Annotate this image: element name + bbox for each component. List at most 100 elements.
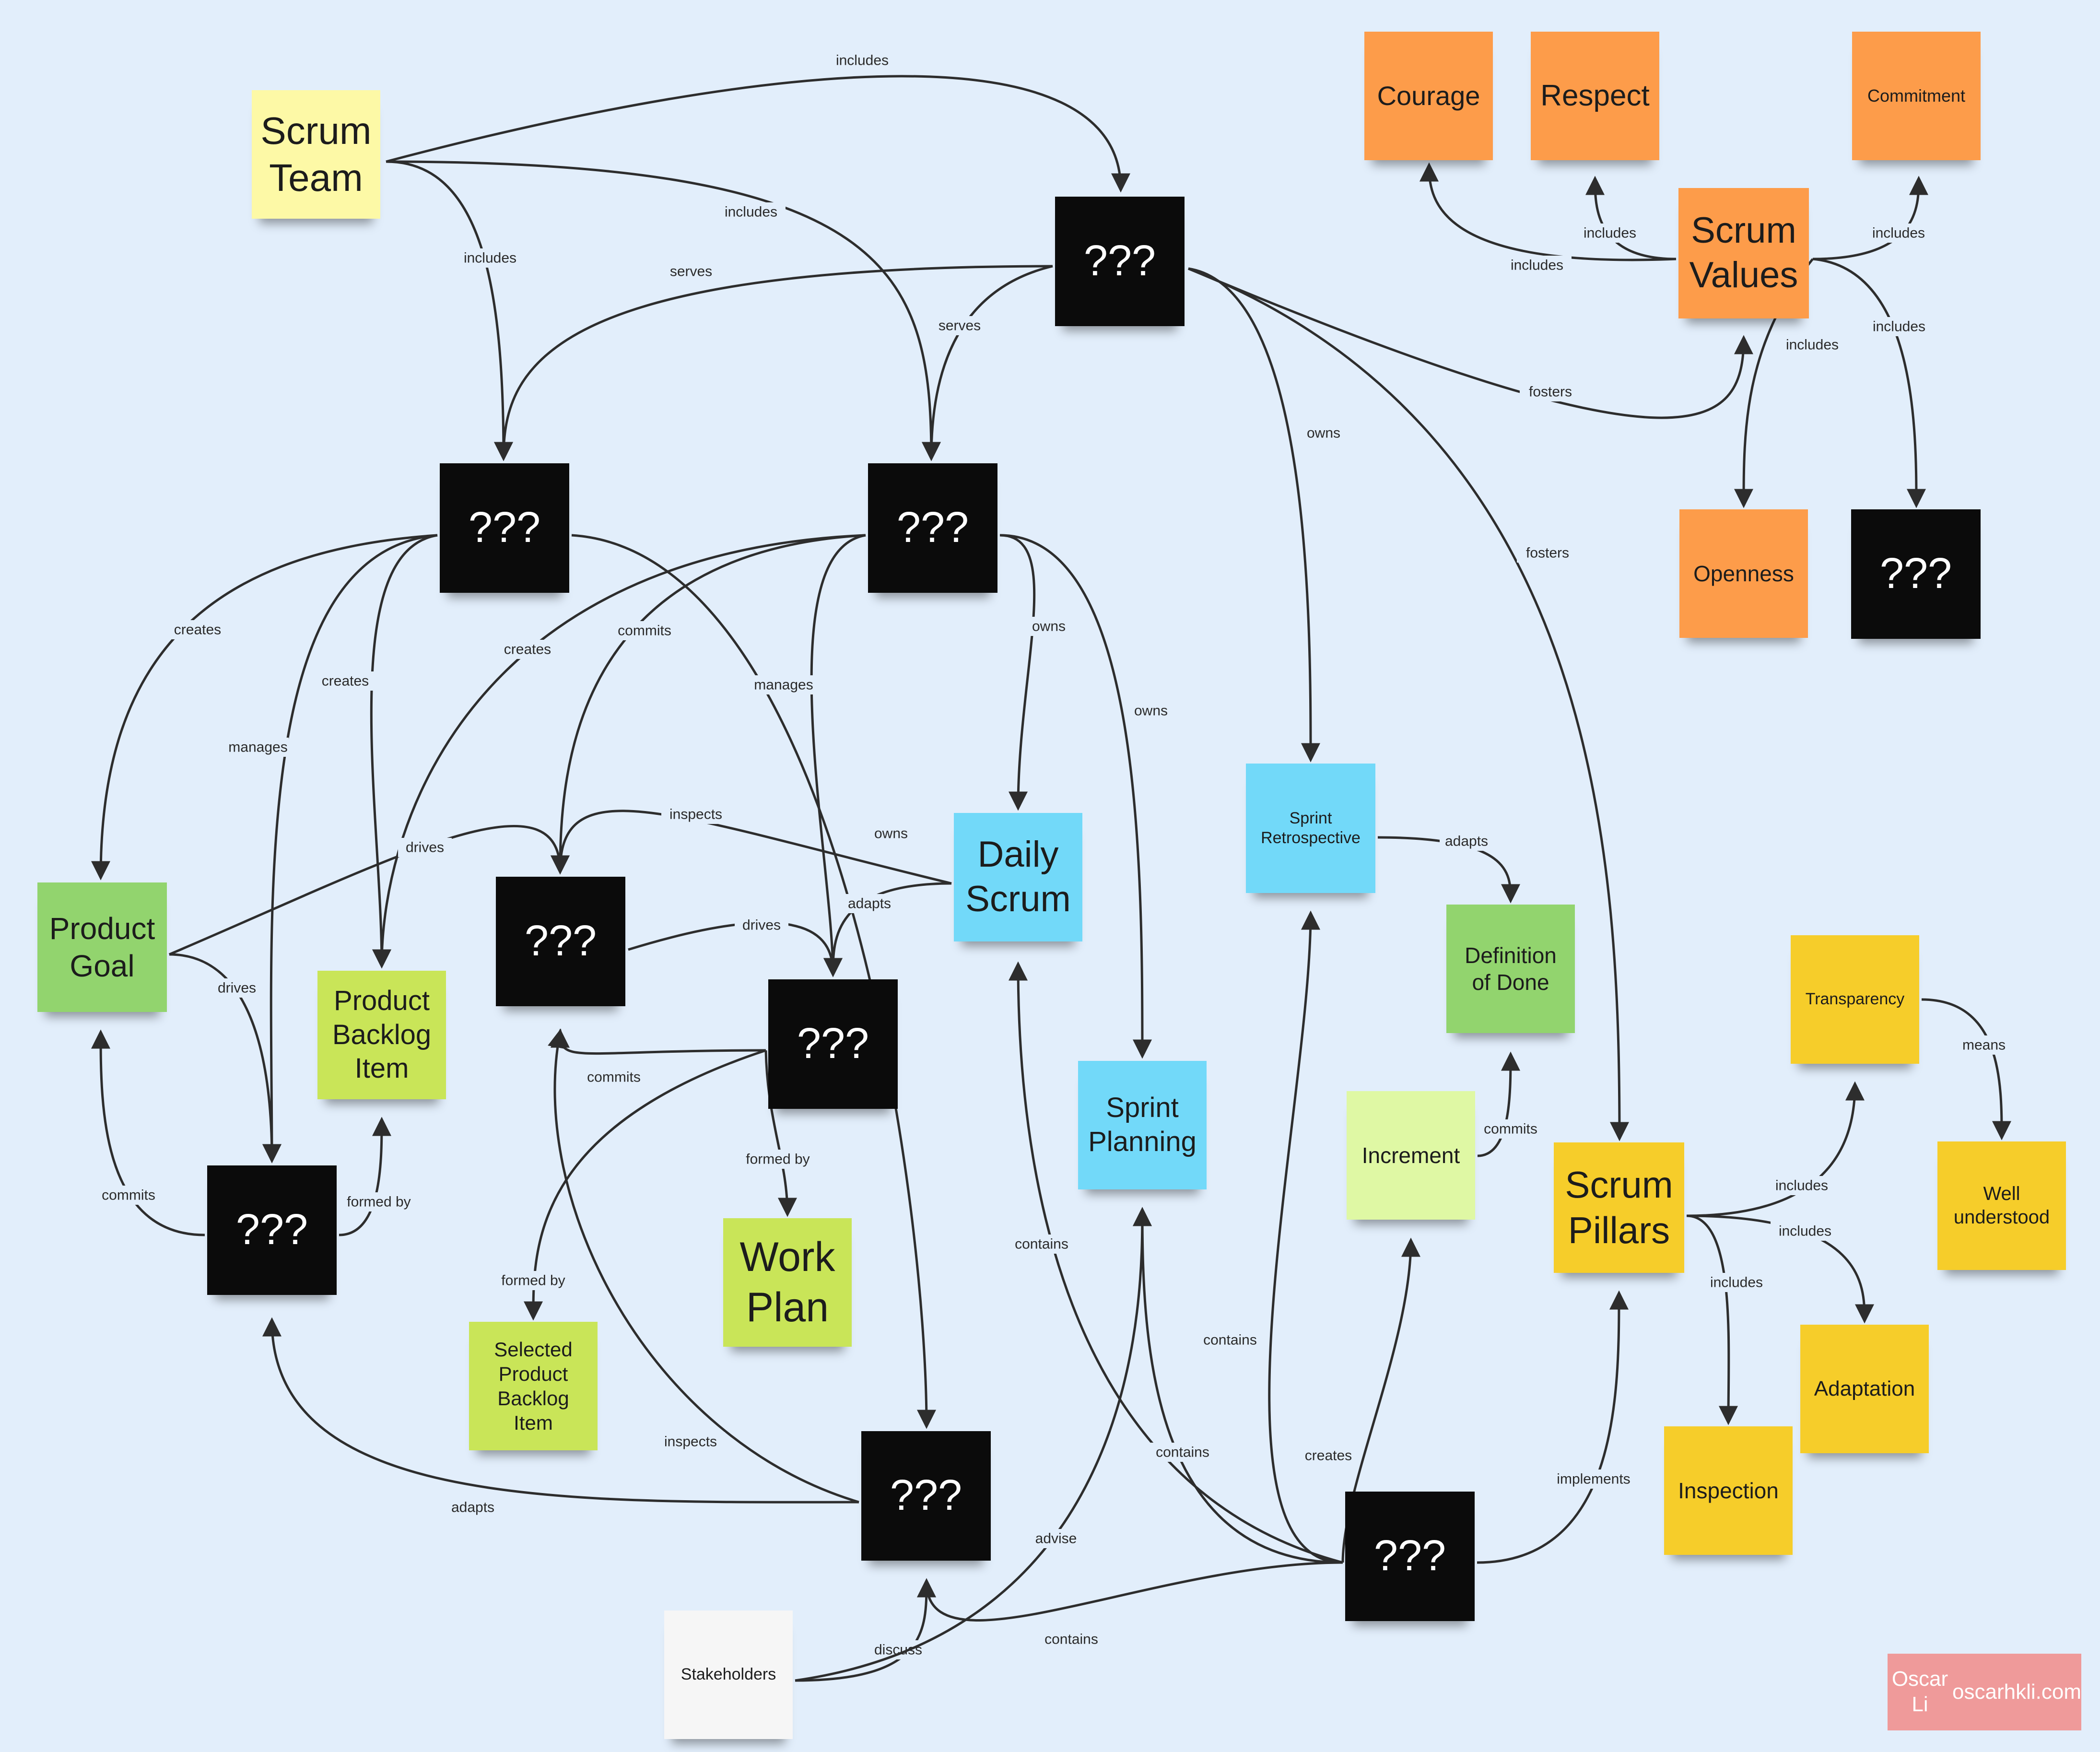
note-top-q[interactable]: ??? bbox=[1055, 197, 1185, 326]
edge-sprint-q-to-sprint-planning[interactable] bbox=[1133, 1207, 1343, 1564]
note-inspection[interactable]: Inspection bbox=[1664, 1426, 1793, 1555]
edge-label-background bbox=[735, 916, 788, 935]
edge-sprint-q-to-review-q[interactable] bbox=[917, 1561, 1343, 1622]
edge-scrum-team-to-po-q[interactable] bbox=[386, 160, 513, 461]
edge-label-background bbox=[340, 1192, 417, 1211]
edge-increment-to-dod[interactable] bbox=[1477, 1051, 1520, 1157]
edge-label: includes bbox=[1872, 225, 1925, 241]
edge-scrum-pillars-to-inspection[interactable] bbox=[1686, 1214, 1738, 1425]
edge-label: owns bbox=[1032, 619, 1066, 635]
edge-daily-scrum-to-sg-q[interactable] bbox=[551, 810, 952, 885]
note-product-goal[interactable]: Product Goal bbox=[37, 882, 167, 1012]
edge-sprint-retro-to-dod[interactable] bbox=[1377, 836, 1520, 904]
edge-label: contains bbox=[1156, 1445, 1209, 1460]
note-sg-q[interactable]: ??? bbox=[496, 877, 625, 1006]
edge-dev-q-to-daily-scrum[interactable] bbox=[999, 534, 1036, 811]
edge-review-q-to-sg-q[interactable] bbox=[548, 1028, 859, 1504]
edge-scrum-values-to-commitment[interactable] bbox=[1812, 176, 1928, 260]
note-dod[interactable]: Definition of Done bbox=[1446, 905, 1575, 1033]
edge-scrum-values-to-respect[interactable] bbox=[1585, 176, 1677, 260]
edge-dev-q-to-sg-q[interactable] bbox=[551, 534, 866, 875]
note-courage[interactable]: Courage bbox=[1364, 32, 1493, 160]
note-po-q[interactable]: ??? bbox=[440, 463, 569, 593]
note-pb-q[interactable]: ??? bbox=[207, 1165, 337, 1295]
edge-sb-q-to-work-plan[interactable] bbox=[764, 1050, 797, 1217]
edge-pb-q-to-pbi[interactable] bbox=[339, 1117, 391, 1236]
edge-pb-q-to-product-goal[interactable] bbox=[91, 1029, 205, 1236]
edge-dev-q-to-pbi[interactable] bbox=[372, 534, 866, 969]
note-review-q[interactable]: ??? bbox=[861, 1431, 991, 1561]
edge-label: owns bbox=[874, 826, 908, 842]
edge-top-q-to-scrum-values[interactable] bbox=[1188, 267, 1753, 419]
edge-sprint-q-to-sprint-retro[interactable] bbox=[1268, 910, 1343, 1564]
edge-label-background bbox=[167, 620, 228, 639]
edge-po-q-to-pb-q[interactable] bbox=[262, 534, 438, 1164]
edge-po-q-to-pbi[interactable] bbox=[370, 534, 438, 969]
note-scrum-pillars[interactable]: Scrum Pillars bbox=[1554, 1142, 1684, 1273]
edge-scrum-values-to-courage[interactable] bbox=[1420, 162, 1677, 261]
edge-scrum-pillars-to-transparency[interactable] bbox=[1686, 1081, 1865, 1217]
edge-label-background bbox=[1864, 223, 1933, 243]
edge-label: creates bbox=[322, 673, 369, 689]
edge-label: creates bbox=[174, 622, 221, 638]
note-well-understood[interactable]: Well understood bbox=[1937, 1141, 2066, 1270]
edge-sprint-q-to-daily-scrum[interactable] bbox=[1009, 961, 1343, 1564]
note-openness[interactable]: Openness bbox=[1679, 509, 1808, 638]
edge-label: includes bbox=[836, 53, 889, 69]
note-respect[interactable]: Respect bbox=[1531, 32, 1659, 160]
author-credit-badge: Oscar Li oscarhkli.com bbox=[1888, 1654, 2081, 1730]
edge-product-goal-to-pb-q[interactable] bbox=[169, 953, 282, 1164]
edge-label-background bbox=[1767, 1176, 1836, 1195]
edge-label: manages bbox=[754, 677, 813, 693]
edge-label-background bbox=[1304, 423, 1343, 443]
edge-dev-q-to-sb-q[interactable] bbox=[810, 534, 866, 977]
note-stakeholders[interactable]: Stakeholders bbox=[664, 1611, 793, 1739]
note-adaptation[interactable]: Adaptation bbox=[1800, 1325, 1929, 1453]
note-transparency[interactable]: Transparency bbox=[1791, 935, 1919, 1064]
edge-label-background bbox=[614, 621, 675, 640]
edge-label-background bbox=[753, 675, 814, 694]
edge-label: fosters bbox=[1526, 545, 1569, 561]
note-work-plan[interactable]: Work Plan bbox=[723, 1218, 852, 1347]
edge-label: includes bbox=[1779, 1223, 1831, 1239]
edge-label: commits bbox=[102, 1188, 155, 1203]
note-dev-q[interactable]: ??? bbox=[868, 463, 997, 593]
edge-top-q-to-scrum-pillars[interactable] bbox=[1188, 267, 1629, 1141]
edge-sg-q-to-sb-q[interactable] bbox=[628, 921, 843, 977]
edge-transparency-to-well-understood[interactable] bbox=[1921, 998, 2011, 1141]
edge-sb-q-to-sg-q[interactable] bbox=[551, 1028, 766, 1055]
edge-label: formed by bbox=[501, 1273, 565, 1289]
edge-label-background bbox=[315, 671, 376, 691]
note-sprint-q[interactable]: ??? bbox=[1345, 1492, 1475, 1621]
note-scrum-team[interactable]: Scrum Team bbox=[252, 90, 380, 219]
edge-top-q-to-sprint-retro[interactable] bbox=[1188, 267, 1320, 763]
note-sb-q[interactable]: ??? bbox=[768, 979, 898, 1109]
note-scrum-values[interactable]: Scrum Values bbox=[1678, 188, 1809, 318]
edge-review-q-to-pb-q[interactable] bbox=[262, 1317, 859, 1504]
note-sprint-planning[interactable]: Sprint Planning bbox=[1078, 1061, 1207, 1189]
edge-label: drives bbox=[406, 840, 444, 856]
note-commitment[interactable]: Commitment bbox=[1852, 32, 1981, 160]
edge-scrum-team-to-dev-q[interactable] bbox=[386, 160, 941, 461]
edge-scrum-team-to-top-q[interactable] bbox=[386, 75, 1130, 193]
edge-label: includes bbox=[1873, 319, 1925, 335]
edge-sprint-q-to-scrum-pillars[interactable] bbox=[1477, 1290, 1629, 1564]
edge-stakeholders-to-sprint-planning[interactable] bbox=[795, 1207, 1152, 1682]
note-increment[interactable]: Increment bbox=[1347, 1091, 1475, 1220]
note-pbi[interactable]: Product Backlog Item bbox=[317, 971, 446, 1099]
edge-scrum-values-to-focus-q[interactable] bbox=[1812, 258, 1926, 508]
edge-dev-q-to-sprint-planning[interactable] bbox=[999, 534, 1152, 1059]
author-name: Oscar Li bbox=[1891, 1667, 1948, 1716]
note-sprint-retro[interactable]: Sprint Retrospective bbox=[1246, 764, 1375, 893]
edge-top-q-to-po-q[interactable] bbox=[494, 265, 1053, 461]
edge-label-background bbox=[456, 248, 525, 268]
note-focus-q[interactable]: ??? bbox=[1851, 509, 1981, 639]
edge-label-background bbox=[1440, 832, 1493, 851]
edge-label: contains bbox=[1044, 1632, 1098, 1647]
edge-label: owns bbox=[1307, 425, 1340, 441]
note-daily-scrum[interactable]: Daily Scrum bbox=[954, 813, 1082, 941]
note-spbi[interactable]: Selected Product Backlog Item bbox=[469, 1322, 598, 1450]
edge-scrum-pillars-to-adaptation[interactable] bbox=[1686, 1214, 1874, 1324]
edge-label-background bbox=[1502, 256, 1572, 275]
edge-top-q-to-dev-q[interactable] bbox=[922, 265, 1053, 461]
